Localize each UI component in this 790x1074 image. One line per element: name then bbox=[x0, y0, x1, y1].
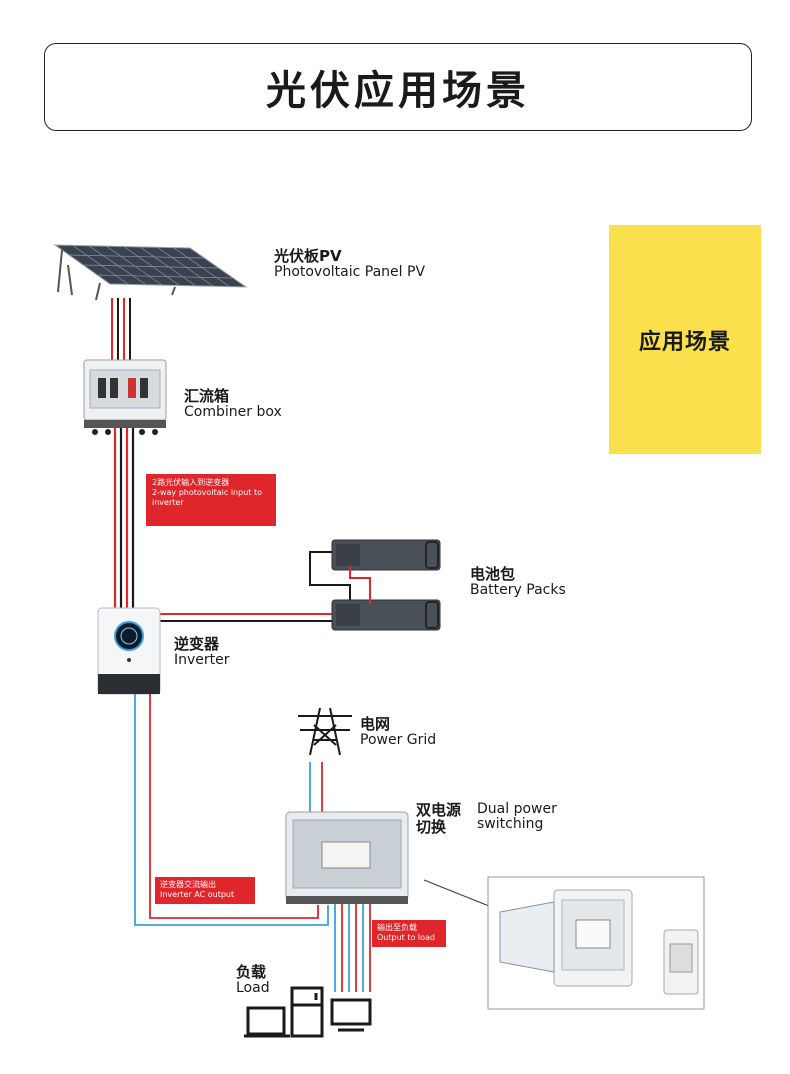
grid-label-cn: 电网 bbox=[360, 715, 391, 733]
combiner-label-en: Combiner box bbox=[184, 403, 282, 420]
grid-wires bbox=[309, 762, 323, 812]
dual-label-en1: Dual power bbox=[477, 801, 557, 817]
combiner-label-cn: 汇流箱 bbox=[184, 387, 230, 405]
ac-output-tag-cn: 逆变器交流输出 bbox=[160, 880, 216, 889]
inverter-label-en: Inverter bbox=[174, 651, 230, 668]
to-load-tag: 输出至负载 Output to load bbox=[372, 920, 446, 947]
pv-input-tag-cn: 2路光伏输入到逆变器 bbox=[152, 478, 230, 487]
load-label-cn: 负载 bbox=[236, 963, 267, 981]
load-appliances-icon bbox=[244, 986, 372, 1038]
pv-wires bbox=[111, 298, 131, 360]
combiner-inverter-wires bbox=[113, 428, 135, 612]
battery-pack-icon bbox=[331, 539, 441, 631]
page-title: 光伏应用场景 bbox=[266, 68, 530, 114]
load-label: 负载 Load bbox=[236, 964, 270, 996]
pv-label-cn: 光伏板PV bbox=[274, 247, 342, 265]
ac-output-wires bbox=[134, 694, 329, 926]
power-tower-icon bbox=[298, 707, 352, 756]
side-label-box: 应用场景 bbox=[609, 225, 761, 454]
ac-output-tag-en: Inverter AC output bbox=[160, 890, 235, 899]
battery-wires bbox=[160, 551, 371, 622]
dual-label-en: Dual power switching bbox=[477, 801, 557, 833]
pv-input-tag: 2路光伏输入到逆变器 2-way photovoltaic input to i… bbox=[146, 474, 276, 526]
ac-output-tag: 逆变器交流输出 Inverter AC output bbox=[155, 877, 255, 904]
title-box: 光伏应用场景 bbox=[44, 43, 752, 131]
inverter-icon bbox=[97, 607, 161, 695]
pv-label: 光伏板PV Photovoltaic Panel PV bbox=[274, 248, 425, 280]
dual-label-cn2: 切换 bbox=[416, 817, 447, 836]
pv-label-en: Photovoltaic Panel PV bbox=[274, 263, 426, 280]
inverter-label: 逆变器 Inverter bbox=[174, 636, 230, 668]
battery-label-cn: 电池包 bbox=[470, 565, 516, 583]
pv-input-tag-en: 2-way photovoltaic input to inverter bbox=[152, 488, 262, 507]
inverter-label-cn: 逆变器 bbox=[174, 635, 220, 653]
grid-label: 电网 Power Grid bbox=[360, 716, 436, 748]
load-wires bbox=[334, 904, 371, 992]
to-load-tag-cn: 输出至负载 bbox=[377, 923, 417, 932]
grid-label-en: Power Grid bbox=[360, 731, 437, 748]
load-label-en: Load bbox=[236, 979, 270, 996]
dual-label-cn1: 双电源 bbox=[416, 801, 462, 819]
combiner-box-icon bbox=[83, 359, 167, 435]
dual-label-cn: 双电源 切换 bbox=[416, 802, 461, 835]
battery-label-en: Battery Packs bbox=[470, 581, 566, 598]
dual-power-switch-icon bbox=[285, 811, 409, 904]
solar-panel-icon bbox=[53, 244, 248, 301]
combiner-label: 汇流箱 Combiner box bbox=[184, 388, 282, 420]
battery-label: 电池包 Battery Packs bbox=[470, 566, 566, 598]
product-photo bbox=[487, 876, 705, 1010]
side-label: 应用场景 bbox=[638, 329, 731, 355]
callout-line bbox=[423, 879, 495, 909]
dual-label-en2: switching bbox=[477, 816, 544, 833]
to-load-tag-en: Output to load bbox=[377, 933, 436, 942]
